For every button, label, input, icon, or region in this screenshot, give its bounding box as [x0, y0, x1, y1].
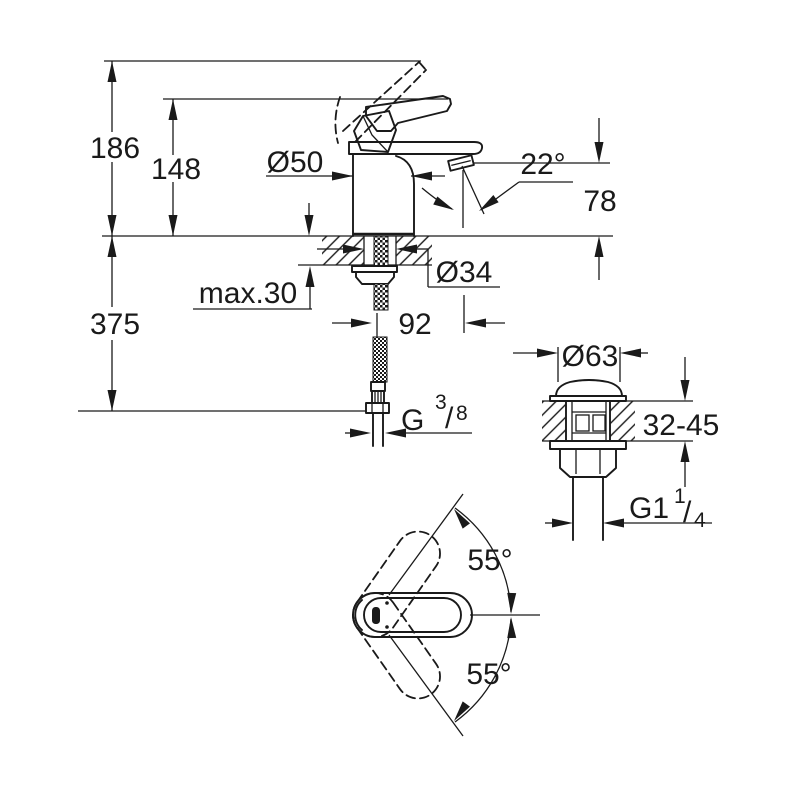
dim-total-height: 186 — [90, 60, 421, 236]
hose-length-label: 375 — [90, 308, 140, 341]
waste-thread-num: 1 — [674, 485, 686, 508]
waste-deck-range-label: 32-45 — [643, 409, 720, 442]
waste-cap-diameter-label: Ø63 — [562, 340, 619, 373]
supply-thread-slash: / — [445, 402, 454, 435]
handle-swing-lower-label: 55° — [466, 658, 511, 691]
faucet-body — [348, 141, 484, 237]
max-counter-thickness-label: max.30 — [199, 277, 297, 310]
hose-collar — [370, 381, 386, 392]
waste-cap-rim — [549, 395, 627, 402]
supply-thread-num: 3 — [435, 391, 447, 414]
side-view: 186 148 375 Ø50 — [78, 60, 617, 447]
waste-window-left — [575, 414, 590, 432]
spout-outlet-height-label: 78 — [583, 185, 616, 218]
waste-window-right — [592, 414, 606, 432]
waste-thread-slash: / — [683, 496, 692, 529]
waste-valve-view: Ø63 32-45 G1 1 / 4 — [513, 340, 720, 541]
supply-thread-den: 8 — [456, 402, 468, 425]
dim-waste-cap-diameter: Ø63 — [513, 340, 648, 382]
supply-hose — [365, 313, 390, 447]
total-height-label: 186 — [90, 132, 140, 165]
dim-spout-angle: 22° — [421, 148, 610, 215]
lever-arm — [365, 95, 452, 132]
waste-cap-dome — [555, 379, 623, 397]
dim-mounting-hole: Ø34 — [317, 244, 500, 289]
handle-rotation-view: 55° 55° — [352, 493, 540, 737]
handle-end-ring — [354, 599, 363, 631]
lever-handle — [353, 95, 452, 153]
spout-underside — [395, 155, 415, 237]
dim-waste-deck-range: 32-45 — [643, 357, 720, 487]
lever-height-label: 148 — [151, 153, 201, 186]
waste-nut — [559, 448, 617, 478]
dim-spout-reach: 92 — [332, 170, 505, 341]
waste-thread-g: G1 — [629, 492, 669, 525]
dim-handle-swing-upper: 55° — [450, 506, 517, 615]
spout-reach-label: 92 — [398, 308, 431, 341]
hose-braid — [372, 336, 388, 383]
top-cap — [348, 141, 484, 155]
dim-spout-outlet-height: 78 — [583, 118, 617, 280]
dim-hose-length: 375 — [78, 236, 366, 412]
waste-valve-body — [549, 379, 627, 541]
spout-angle-label: 22° — [520, 148, 565, 181]
hose-nut — [365, 402, 390, 414]
threaded-stud — [373, 235, 389, 267]
waste-thread-den: 4 — [694, 509, 706, 532]
swing-line-lower — [388, 634, 464, 737]
supply-thread-g: G — [401, 404, 424, 437]
dim-handle-swing-lower: 55° — [450, 616, 517, 724]
swing-line-upper — [388, 493, 464, 596]
dim-max-counter-thickness: max.30 — [193, 203, 315, 310]
handle-inner-outline — [363, 597, 462, 633]
handle-swing-upper-label: 55° — [467, 544, 512, 577]
stream-line — [461, 165, 485, 215]
mounting-nut — [355, 271, 395, 285]
handle-logo-mark — [372, 607, 380, 624]
dim-body-diameter: Ø50 — [266, 146, 445, 181]
mounting-hardware — [351, 235, 398, 311]
dim-waste-thread: G1 1 / 4 — [545, 485, 712, 532]
dim-lever-height: 148 — [151, 98, 448, 236]
aerator — [447, 154, 475, 172]
mounting-hole-label: Ø34 — [436, 256, 493, 289]
dim-supply-thread: G 3 / 8 — [345, 391, 472, 438]
body-diameter-label: Ø50 — [267, 146, 324, 179]
waste-flange — [549, 440, 627, 450]
lever-handle-raised-dashed — [334, 61, 427, 144]
